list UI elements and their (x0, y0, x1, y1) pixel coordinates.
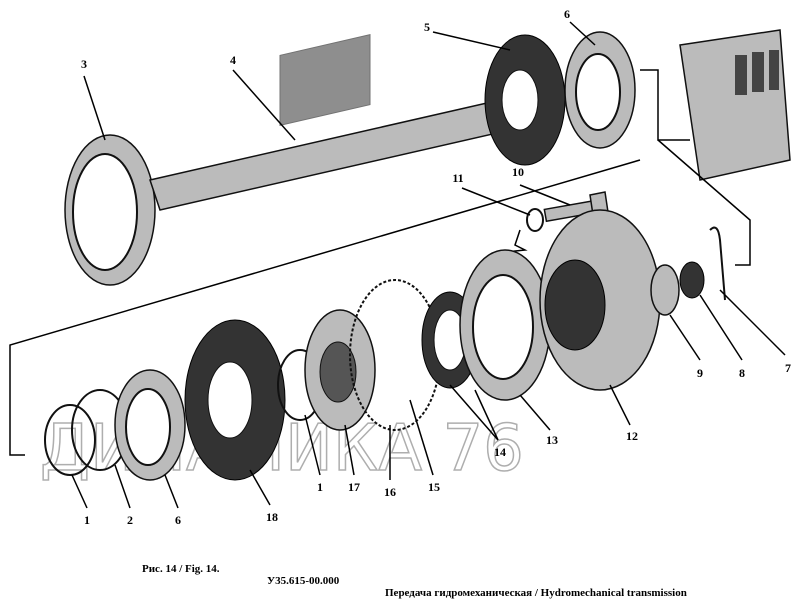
callout-12: 12 (626, 429, 638, 443)
callout-5: 5 (424, 20, 430, 34)
callout-labels: 1 2 6 18 1 17 16 15 14 13 12 9 8 7 11 10… (81, 7, 791, 527)
washer-11 (526, 208, 544, 232)
housing-12 (539, 209, 661, 391)
washer-9 (650, 264, 680, 316)
callout-1: 1 (84, 513, 90, 527)
figure-title: Передача гидромеханическая / Hydromechan… (385, 587, 687, 599)
callout-15: 15 (428, 480, 440, 494)
main-shaft-4 (149, 33, 511, 211)
callout-18: 18 (266, 510, 278, 524)
callout-16: 16 (384, 485, 396, 499)
callout-10: 10 (512, 165, 524, 179)
callout-2: 2 (127, 513, 133, 527)
ring-gear-3 (64, 134, 156, 286)
callout-6: 6 (175, 513, 181, 527)
hub-17 (304, 309, 376, 431)
cover-13 (459, 249, 551, 401)
callout-6: 6 (564, 7, 570, 21)
transmission-housing (679, 29, 791, 181)
callout-4: 4 (230, 53, 236, 67)
bearing-6-bottom (114, 369, 186, 481)
part-code: У35.615-00.000 (267, 575, 340, 587)
callout-9: 9 (697, 366, 703, 380)
cotter-pin-7 (709, 226, 726, 301)
callout-7: 7 (785, 361, 791, 375)
callout-11: 11 (452, 171, 463, 185)
nut-8 (679, 261, 705, 299)
bearing-6-top (564, 31, 636, 149)
gear-18 (184, 319, 286, 481)
snap-ring-1 (44, 404, 96, 476)
gear-5 (484, 34, 566, 166)
callout-3: 3 (81, 57, 87, 71)
callout-1: 1 (317, 480, 323, 494)
exploded-view-diagram: ДИНАМИКА 76 (9, 7, 791, 527)
figure-number: Рис. 14 / Fig. 14. (142, 563, 220, 575)
callout-17: 17 (348, 480, 360, 494)
leader-lines (71, 21, 786, 509)
callout-14: 14 (494, 445, 506, 459)
figure-caption: Рис. 14 / Fig. 14. У35.615-00.000 Переда… (0, 551, 800, 599)
callout-13: 13 (546, 433, 558, 447)
callout-8: 8 (739, 366, 745, 380)
